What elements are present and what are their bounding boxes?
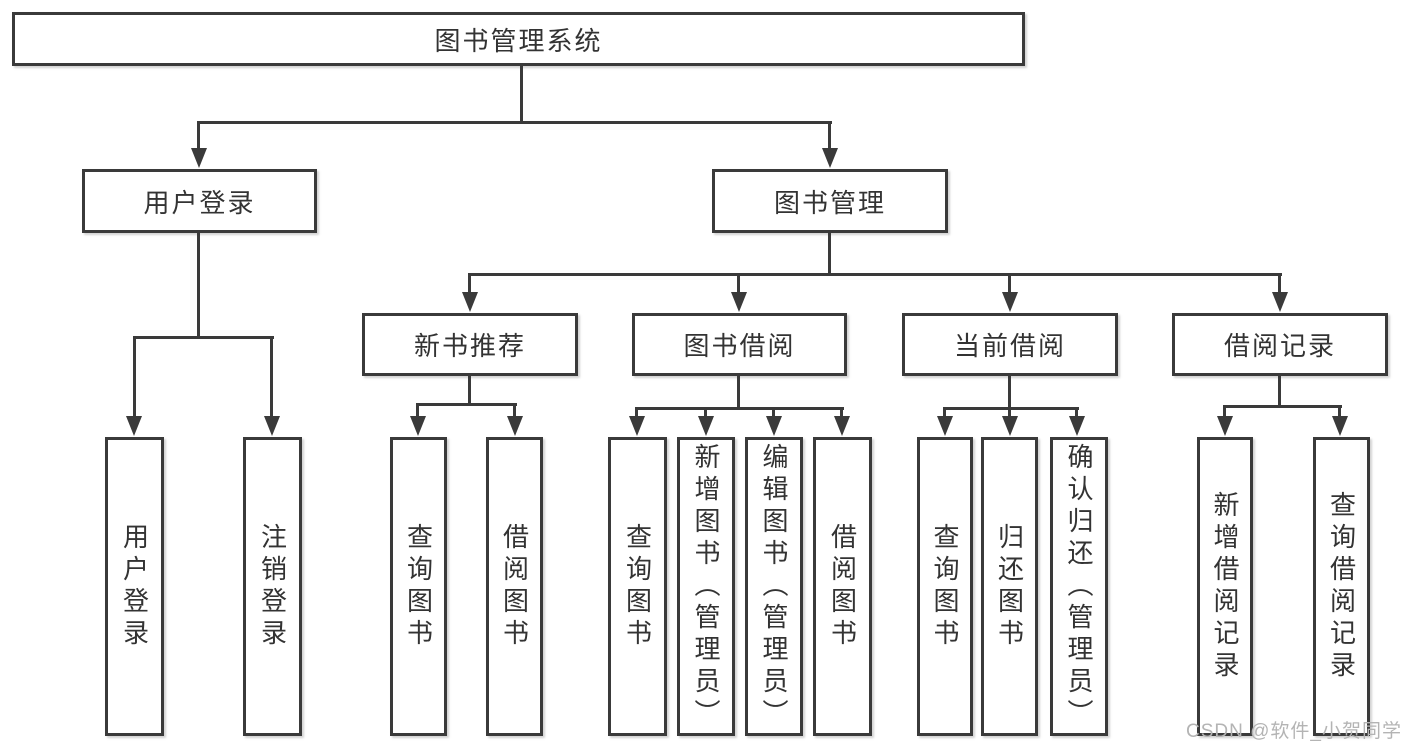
arrow-down-icon	[126, 416, 142, 436]
arrow-down-icon	[766, 416, 782, 436]
leaf-add-borrow-record: 新增借阅记录	[1197, 437, 1253, 736]
node-label: 查询图书	[403, 522, 434, 651]
connector-vline	[840, 407, 843, 419]
connector-vline	[416, 403, 419, 419]
connector-vline	[1338, 405, 1341, 419]
arrow-down-icon	[507, 416, 523, 436]
arrow-down-icon	[462, 292, 478, 312]
node-label: 图书借阅	[683, 331, 796, 361]
csdn-watermark: CSDN @软件_小贺同学	[1186, 721, 1402, 742]
node-label: 借阅图书	[499, 522, 530, 651]
leaf-query-borrow-record: 查询借阅记录	[1313, 437, 1370, 736]
leaf-confirm-return-admin: 确认归还（管理员）	[1050, 437, 1108, 736]
node-new-book-recommend: 新书推荐	[362, 313, 578, 376]
node-label: 新书推荐	[413, 331, 526, 361]
node-label: 新增图书（管理员）	[691, 442, 721, 731]
arrow-down-icon	[822, 148, 838, 168]
connector-hline	[635, 407, 844, 410]
arrow-down-icon	[1272, 292, 1288, 312]
connector-vline	[468, 374, 471, 406]
node-label: 查询图书	[930, 522, 960, 651]
connector-hline	[469, 273, 1282, 276]
leaf-user-login: 用户登录	[105, 437, 164, 736]
node-label: 用户登录	[143, 187, 256, 218]
leaf-borrow-books-under-new-books: 借阅图书	[486, 437, 543, 736]
arrow-down-icon	[264, 416, 280, 436]
arrow-down-icon	[1069, 416, 1085, 436]
connector-vline	[943, 407, 946, 419]
node-library-system: 图书管理系统	[12, 12, 1025, 66]
node-book-borrowing: 图书借阅	[632, 313, 847, 376]
leaf-query-books-under-borrowing: 查询图书	[608, 437, 667, 736]
connector-vline	[197, 121, 200, 151]
connector-vline	[1278, 374, 1281, 408]
connector-vline	[513, 403, 516, 419]
arrow-down-icon	[698, 416, 714, 436]
node-label: 确认归还（管理员）	[1064, 442, 1094, 731]
node-label: 注销登录	[257, 522, 288, 651]
node-label: 图书管理	[773, 187, 886, 218]
leaf-borrow-books-under-borrowing: 借阅图书	[813, 437, 872, 736]
leaf-add-books-admin: 新增图书（管理员）	[677, 437, 735, 736]
node-label: 当前借阅	[953, 331, 1066, 361]
connector-vline	[1278, 273, 1281, 295]
connector-vline	[197, 231, 200, 339]
connector-vline	[133, 336, 136, 420]
node-label: 图书管理系统	[434, 25, 603, 56]
connector-vline	[737, 374, 740, 410]
arrow-down-icon	[1332, 416, 1348, 436]
node-label: 新增借阅记录	[1210, 490, 1240, 683]
arrow-down-icon	[937, 416, 953, 436]
node-book-management: 图书管理	[712, 169, 948, 233]
connector-hline	[416, 403, 517, 406]
node-label: 编辑图书（管理员）	[759, 442, 789, 731]
node-label: 查询图书	[622, 522, 653, 651]
arrow-down-icon	[834, 416, 850, 436]
arrow-down-icon	[191, 148, 207, 168]
connector-vline	[737, 273, 740, 295]
connector-vline	[1008, 407, 1011, 419]
connector-vline	[1008, 374, 1011, 410]
node-borrowing-records: 借阅记录	[1172, 313, 1388, 376]
arrow-down-icon	[1002, 292, 1018, 312]
leaf-query-books-under-current: 查询图书	[917, 437, 973, 736]
node-label: 查询借阅记录	[1326, 490, 1357, 683]
node-label: 用户登录	[119, 522, 150, 651]
node-current-borrowing: 当前借阅	[902, 313, 1118, 376]
arrow-down-icon	[1002, 416, 1018, 436]
leaf-logout: 注销登录	[243, 437, 302, 736]
connector-vline	[520, 66, 523, 123]
connector-vline	[270, 336, 273, 420]
connector-vline	[1008, 273, 1011, 295]
connector-vline	[828, 231, 831, 276]
connector-vline	[468, 273, 471, 295]
arrow-down-icon	[731, 292, 747, 312]
node-user-login: 用户登录	[82, 169, 317, 233]
node-label: 借阅图书	[827, 522, 858, 651]
connector-vline	[1223, 405, 1226, 419]
leaf-return-books: 归还图书	[981, 437, 1038, 736]
leaf-edit-books-admin: 编辑图书（管理员）	[745, 437, 803, 736]
connector-vline	[772, 407, 775, 419]
arrow-down-icon	[410, 416, 426, 436]
connector-vline	[1075, 407, 1078, 419]
node-label: 借阅记录	[1223, 331, 1336, 361]
connector-vline	[828, 121, 831, 151]
node-label: 归还图书	[994, 522, 1025, 651]
connector-vline	[635, 407, 638, 419]
leaf-query-books-under-new-books: 查询图书	[390, 437, 447, 736]
arrow-down-icon	[1217, 416, 1233, 436]
connector-hline	[1223, 405, 1342, 408]
connector-hline	[133, 336, 274, 339]
connector-hline	[198, 121, 832, 124]
connector-vline	[704, 407, 707, 419]
connector-hline	[943, 407, 1079, 410]
arrow-down-icon	[629, 416, 645, 436]
